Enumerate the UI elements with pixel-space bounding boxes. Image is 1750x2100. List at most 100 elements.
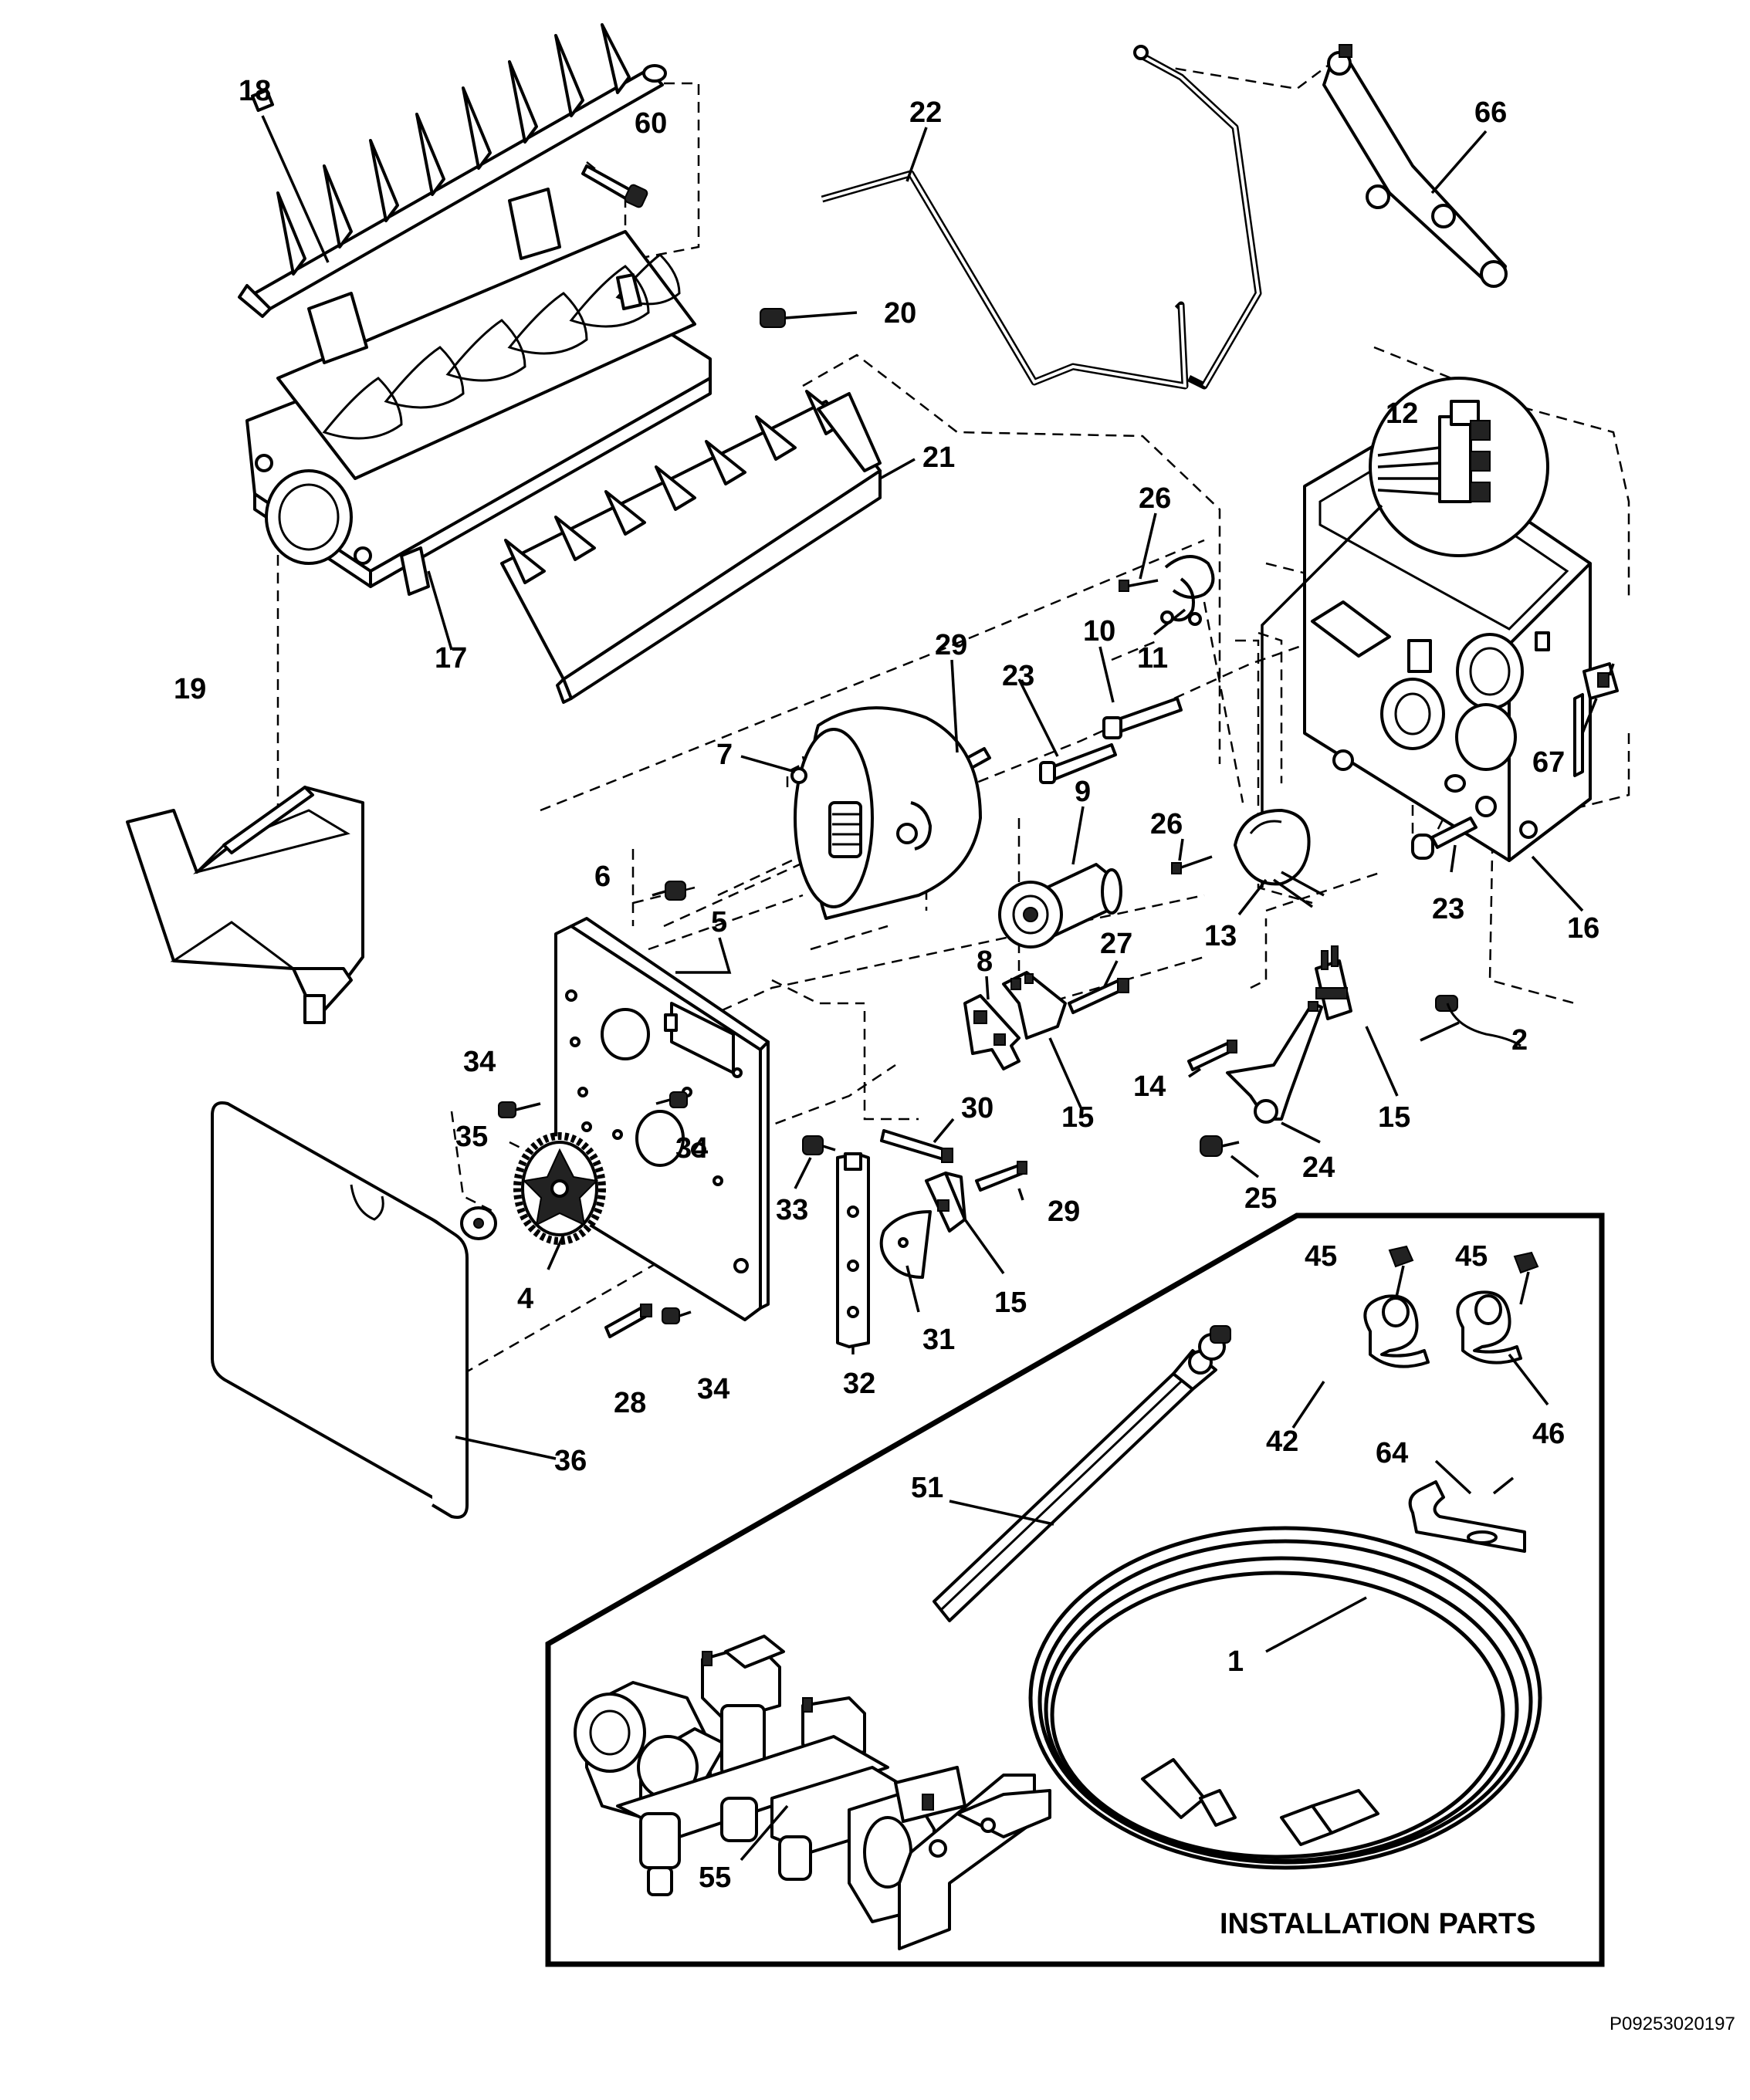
part-screw-34-middle (655, 1091, 688, 1108)
part-screw-45-right (1513, 1251, 1539, 1305)
part-label-15-lower: 15 (994, 1287, 1027, 1319)
part-ice-mold (245, 188, 712, 596)
part-label-14: 14 (1133, 1070, 1166, 1103)
part-clip-64 (1408, 1476, 1526, 1553)
part-screw-34-top (498, 1101, 541, 1118)
part-label-35: 35 (455, 1121, 488, 1153)
part-label-7: 7 (716, 739, 733, 771)
part-label-11: 11 (1137, 642, 1168, 675)
part-label-9: 9 (1075, 776, 1091, 808)
part-label-64: 64 (1376, 1437, 1408, 1469)
part-screw-6 (652, 881, 686, 901)
part-screw-45-left (1388, 1245, 1414, 1301)
part-fill-tube (933, 1325, 1231, 1622)
part-label-42: 42 (1266, 1425, 1298, 1458)
part-insulator (879, 1210, 932, 1279)
part-fill-cup (126, 786, 364, 1024)
part-connector-magnified (1261, 377, 1549, 888)
part-clamp-42 (1363, 1294, 1430, 1368)
part-arm-8 (963, 994, 1021, 1070)
part-number-labels: 18 60 22 66 20 21 12 26 17 11 10 29 23 1… (174, 75, 1599, 1894)
part-clamp-46 (1456, 1290, 1522, 1364)
part-screw-23-upper (1039, 743, 1117, 784)
part-label-23-upper: 23 (1002, 660, 1034, 692)
part-mounting-plate (554, 917, 770, 1321)
part-label-4: 4 (517, 1283, 533, 1315)
part-screw-14 (1187, 1040, 1237, 1071)
part-motor (790, 706, 982, 920)
part-screw-29-lower (975, 1161, 1027, 1192)
part-label-31: 31 (922, 1324, 955, 1356)
part-screw-34-bottom (662, 1307, 692, 1324)
part-screw-30 (880, 1129, 953, 1163)
installation-parts-caption: INSTALLATION PARTS (1220, 1908, 1536, 1940)
part-label-13: 13 (1204, 920, 1237, 952)
installation-parts-box (545, 1212, 1605, 1967)
part-screw-10 (1102, 697, 1183, 739)
part-label-22: 22 (909, 96, 942, 129)
part-screw-28 (604, 1304, 652, 1338)
part-screw-26-upper (1119, 579, 1159, 592)
part-water-valve (574, 1635, 1051, 1950)
part-label-8: 8 (977, 945, 993, 978)
leader-lines (261, 115, 1598, 1862)
part-label-26-lower: 26 (1150, 808, 1183, 840)
part-linkage-arm (1322, 44, 1508, 288)
part-label-36: 36 (554, 1445, 587, 1477)
part-label-2: 2 (1511, 1024, 1528, 1057)
part-label-26-upper: 26 (1139, 482, 1171, 515)
part-label-28: 28 (614, 1387, 646, 1419)
part-label-20: 20 (884, 297, 916, 330)
part-label-30: 30 (961, 1092, 993, 1124)
part-washer-35 (460, 1206, 497, 1240)
part-label-25: 25 (1244, 1182, 1277, 1215)
part-label-15-upper: 15 (1061, 1101, 1094, 1134)
part-label-10: 10 (1083, 615, 1115, 648)
part-label-24: 24 (1302, 1151, 1335, 1184)
part-label-51: 51 (911, 1472, 943, 1504)
part-label-32: 32 (843, 1368, 875, 1400)
part-bracket (836, 1152, 870, 1348)
part-label-34-top: 34 (463, 1046, 496, 1078)
part-stripper (500, 390, 882, 704)
part-label-19: 19 (174, 673, 206, 705)
part-label-45-right: 45 (1455, 1240, 1488, 1273)
part-thermostat (998, 863, 1122, 949)
part-switch-67 (1582, 662, 1619, 700)
part-housing (1303, 431, 1592, 862)
part-label-27: 27 (1100, 928, 1132, 960)
part-gear (513, 1132, 606, 1245)
part-label-15-right: 15 (1378, 1101, 1410, 1134)
part-label-5: 5 (711, 906, 727, 938)
part-microswitch-upper (1002, 971, 1067, 1040)
part-ejector-shaft (238, 23, 667, 318)
part-label-66: 66 (1474, 96, 1507, 129)
part-label-1: 1 (1227, 1645, 1244, 1678)
part-label-17: 17 (435, 642, 467, 675)
part-label-6: 6 (594, 861, 611, 893)
part-screw-23-lower (1411, 817, 1478, 860)
part-label-21: 21 (922, 441, 955, 474)
part-clip-11 (1160, 555, 1215, 626)
part-lever-24 (1226, 1001, 1323, 1124)
part-microswitch-right (1315, 945, 1352, 1020)
part-label-55: 55 (699, 1862, 731, 1894)
part-microswitch-lower (925, 1172, 966, 1233)
part-label-45-left: 45 (1305, 1240, 1337, 1273)
part-label-67: 67 (1532, 746, 1565, 779)
part-label-18: 18 (239, 75, 271, 107)
part-shutoff-arm (821, 45, 1262, 390)
part-label-34-bottom: 34 (697, 1373, 729, 1405)
part-label-29-upper: 29 (935, 629, 967, 661)
drawing-code: P09253020197 (1610, 2014, 1735, 2034)
part-label-33: 33 (776, 1194, 808, 1226)
part-label-16: 16 (1567, 912, 1599, 945)
part-screw-25 (1200, 1135, 1240, 1157)
part-screw-60 (581, 164, 648, 208)
part-label-46: 46 (1532, 1418, 1565, 1450)
part-spring (1435, 995, 1522, 1047)
part-label-12: 12 (1386, 397, 1418, 430)
part-screw-20 (760, 308, 858, 328)
